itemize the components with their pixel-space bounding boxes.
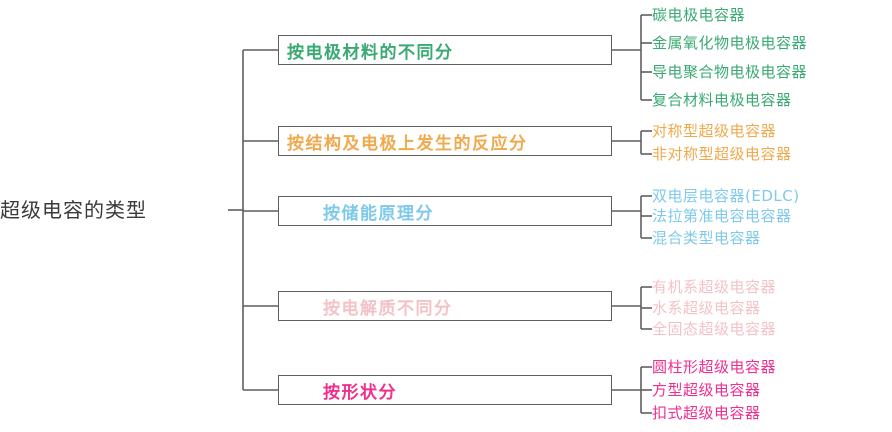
leaf-node-1-4[interactable]: 复合材料电极电容器 [652, 91, 792, 109]
leaf-node-5-3[interactable]: 扣式超级电容器 [652, 404, 761, 422]
category-label-4: 按电解质不同分 [323, 298, 453, 319]
leaf-node-4-3[interactable]: 全固态超级电容器 [652, 320, 777, 338]
leaf-node-2-2[interactable]: 非对称型超级电容器 [652, 145, 792, 163]
leaf-node-3-2[interactable]: 法拉第准电容电容器 [652, 207, 792, 225]
category-box-5[interactable]: 按形状分 [278, 375, 612, 405]
root-node-label: 超级电容的类型 [0, 198, 147, 222]
category-box-2[interactable]: 按结构及电极上发生的反应分 [278, 126, 612, 156]
leaf-node-1-1[interactable]: 碳电极电容器 [652, 6, 746, 24]
category-box-3[interactable]: 按储能原理分 [278, 196, 612, 226]
leaf-node-1-3[interactable]: 导电聚合物电极电容器 [652, 63, 808, 81]
leaf-node-1-2[interactable]: 金属氧化物电极电容器 [652, 34, 808, 52]
category-label-1: 按电极材料的不同分 [287, 42, 454, 63]
category-box-4[interactable]: 按电解质不同分 [278, 291, 612, 321]
leaf-node-3-3[interactable]: 混合类型电容器 [652, 229, 761, 247]
leaf-node-4-1[interactable]: 有机系超级电容器 [652, 278, 777, 296]
leaf-node-5-2[interactable]: 方型超级电容器 [652, 381, 761, 399]
leaf-node-4-2[interactable]: 水系超级电容器 [652, 299, 761, 317]
category-label-5: 按形状分 [323, 382, 397, 403]
leaf-node-5-1[interactable]: 圆柱形超级电容器 [652, 358, 777, 376]
category-label-2: 按结构及电极上发生的反应分 [287, 133, 528, 154]
leaf-node-3-1[interactable]: 双电层电容器(EDLC) [652, 187, 800, 205]
category-box-1[interactable]: 按电极材料的不同分 [278, 35, 612, 65]
leaf-node-2-1[interactable]: 对称型超级电容器 [652, 122, 777, 140]
category-label-3: 按储能原理分 [323, 203, 434, 224]
